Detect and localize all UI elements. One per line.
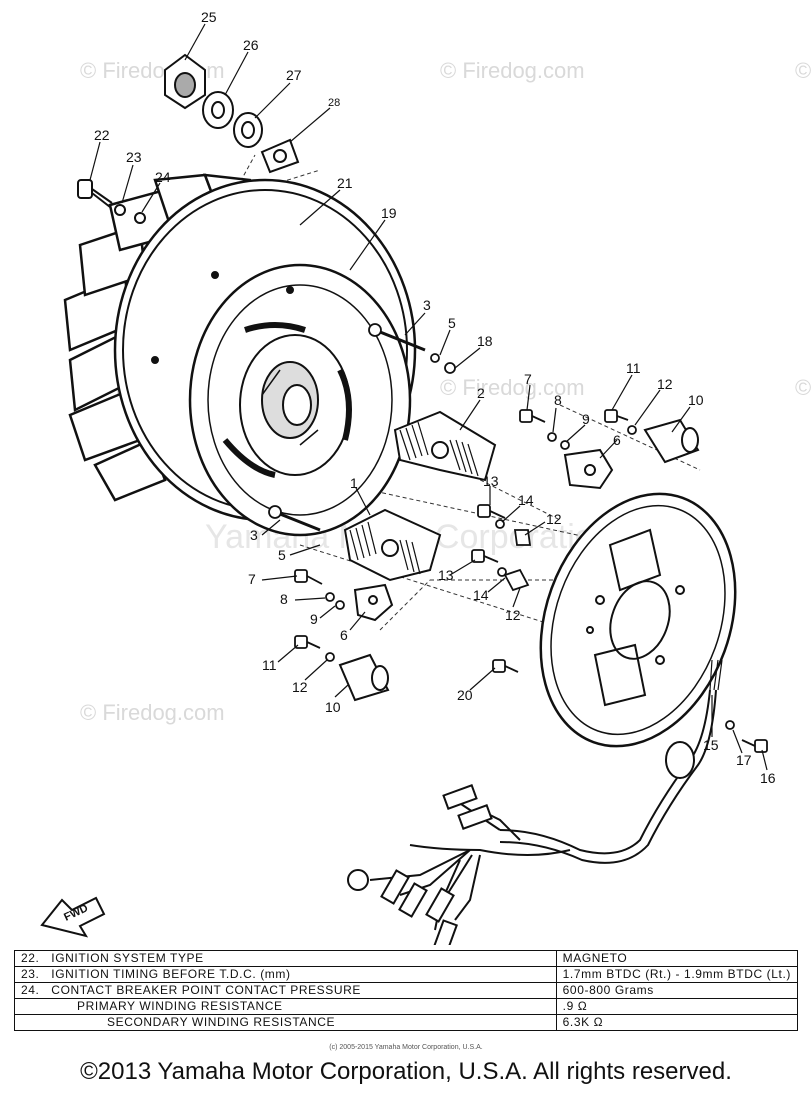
callout-6: 7 — [524, 371, 532, 387]
parts-diagram: © Firedog.com © Firedog.com © Firedog.co… — [40, 9, 812, 945]
coil-2 — [393, 410, 497, 482]
condensers — [338, 418, 700, 702]
callout-17: 17 — [736, 752, 752, 768]
callout-6b: 7 — [248, 571, 256, 587]
watermark-firedog: © Firedog.com — [795, 375, 812, 400]
spec-row: SECONDARY WINDING RESISTANCE 6.3K Ω — [14, 1014, 799, 1031]
spec-label: SECONDARY WINDING RESISTANCE — [14, 1014, 557, 1031]
callout-2: 2 — [477, 385, 485, 401]
watermark-firedog: © Firedog.com — [440, 375, 585, 400]
callout-15: 15 — [703, 737, 719, 753]
spec-row: 24. CONTACT BREAKER POINT CONTACT PRESSU… — [14, 982, 799, 999]
callout-3: 3 — [423, 297, 431, 313]
callout-9b: 10 — [325, 699, 341, 715]
callout-25: 25 — [201, 9, 217, 25]
spec-label-cell: 24. CONTACT BREAKER POINT CONTACT PRESSU… — [14, 982, 557, 999]
spec-table: 22. IGNITION SYSTEM TYPE MAGNETO 23. IGN… — [14, 950, 799, 1031]
callout-28: 28 — [328, 97, 340, 109]
coil-1 — [343, 508, 442, 582]
callout-24: 24 — [155, 169, 171, 185]
stator-base-plate — [539, 492, 737, 748]
screw-22 — [77, 179, 146, 224]
fwd-arrow: FWD — [40, 896, 106, 938]
callout-10b: 11 — [262, 657, 277, 673]
spec-label-cell: 23. IGNITION TIMING BEFORE T.D.C. (mm) — [14, 966, 557, 983]
callout-27: 27 — [286, 67, 302, 83]
ignition-coils — [343, 410, 497, 582]
callout-12: 12 — [546, 511, 562, 527]
callout-8: 9 — [582, 411, 590, 427]
wiring-harness — [347, 659, 723, 945]
spec-label-cell: 22. IGNITION SYSTEM TYPE — [14, 950, 557, 967]
spec-row: 23. IGNITION TIMING BEFORE T.D.C. (mm) 1… — [14, 966, 799, 983]
callout-5: 6 — [613, 432, 621, 448]
copyright-notice: ©2013 Yamaha Motor Corporation, U.S.A. A… — [80, 1058, 732, 1085]
callout-11b: 12 — [292, 679, 308, 695]
callout-3b: 3 — [250, 527, 258, 543]
callout-23: 23 — [126, 149, 142, 165]
callout-1: 1 — [350, 475, 358, 491]
spec-value: 1.7mm BTDC (Rt.) - 1.9mm BTDC (Lt.) — [555, 966, 799, 983]
callout-26: 26 — [243, 37, 259, 53]
callout-20: 20 — [457, 687, 473, 703]
spec-num: 24. — [21, 983, 40, 997]
spec-num: 22. — [21, 951, 40, 965]
spec-row: 22. IGNITION SYSTEM TYPE MAGNETO — [14, 950, 799, 967]
small-screws — [268, 323, 768, 753]
spec-value: 600-800 Grams — [555, 982, 799, 999]
callout-13: 13 — [483, 473, 499, 489]
callout-9: 10 — [688, 392, 704, 408]
callout-7: 8 — [554, 392, 562, 408]
watermark-firedog: © Firedog.com — [80, 700, 225, 725]
spec-num: 23. — [21, 967, 40, 981]
spec-value: MAGNETO — [555, 950, 799, 967]
callout-22: 22 — [94, 127, 110, 143]
small-copyright: (c) 2005-2015 Yamaha Motor Corporation, … — [329, 1044, 483, 1051]
callout-labels: 25 26 27 28 22 23 24 21 19 3 5 18 2 7 8 … — [94, 9, 776, 786]
callout-21: 21 — [337, 175, 353, 191]
watermark-firedog: © Firedog.com — [795, 58, 812, 83]
callout-14b: 14 — [473, 587, 489, 603]
callout-10: 11 — [626, 360, 641, 376]
callout-16: 16 — [760, 770, 776, 786]
spec-label: IGNITION TIMING BEFORE T.D.C. (mm) — [51, 967, 291, 981]
callout-19: 19 — [381, 205, 397, 221]
callout-18: 18 — [477, 333, 493, 349]
spec-label: CONTACT BREAKER POINT CONTACT PRESSURE — [51, 983, 362, 997]
callout-11: 12 — [657, 376, 673, 392]
contact-breakers — [353, 448, 614, 622]
spec-label: PRIMARY WINDING RESISTANCE — [14, 998, 557, 1015]
watermark-firedog: © Firedog.com — [440, 58, 585, 83]
callout-4: 5 — [448, 315, 456, 331]
spec-row: PRIMARY WINDING RESISTANCE .9 Ω — [14, 998, 799, 1015]
callout-5b: 6 — [340, 627, 348, 643]
spec-label: IGNITION SYSTEM TYPE — [51, 951, 204, 965]
callout-13b: 13 — [438, 567, 454, 583]
callout-8b: 9 — [310, 611, 318, 627]
callout-7b: 8 — [280, 591, 288, 607]
spec-value: 6.3K Ω — [555, 1014, 799, 1031]
callout-4b: 5 — [278, 547, 286, 563]
nut-and-washers — [164, 53, 300, 174]
flywheel-rotor — [63, 173, 417, 537]
callout-leaders — [89, 23, 768, 771]
callout-14: 14 — [518, 492, 534, 508]
callout-12b: 12 — [505, 607, 521, 623]
spec-value: .9 Ω — [555, 998, 799, 1015]
